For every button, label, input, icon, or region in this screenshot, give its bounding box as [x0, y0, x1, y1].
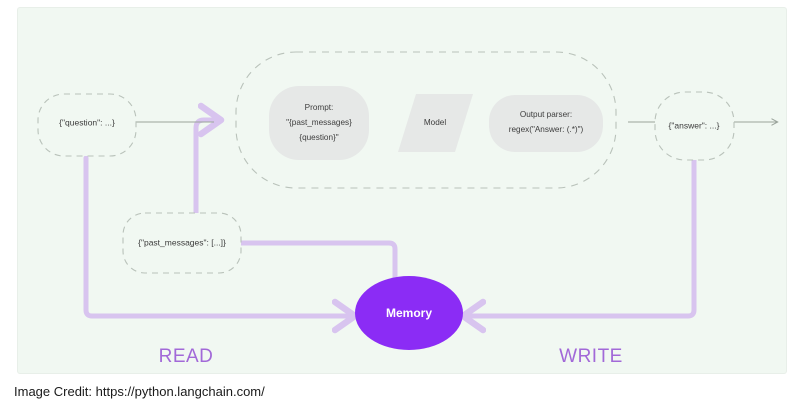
model-label: Model [424, 118, 446, 127]
read-label: READ [159, 346, 214, 367]
write-label: WRITE [559, 346, 623, 367]
memory-label: Memory [386, 306, 432, 320]
prompt-line-1: Prompt: [305, 103, 334, 112]
question-node [37, 93, 137, 157]
chain-container [235, 51, 617, 189]
question-label: {"question": ...} [59, 117, 115, 127]
answer-label: {"answer": ...} [669, 120, 720, 130]
image-credit-caption: Image Credit: https://python.langchain.c… [14, 384, 265, 399]
read-flow-path [83, 155, 348, 316]
memory-node [355, 276, 463, 350]
prompt-line-3: {question}" [299, 133, 338, 142]
output-parser-node [489, 95, 603, 152]
past-messages-node [122, 212, 242, 274]
output-parser-line-1: Output parser: [520, 110, 572, 119]
memory-to-past-messages-path [237, 240, 398, 284]
prompt-line-2: "{past_messages} [286, 118, 352, 127]
past-messages-to-chain-path [193, 120, 214, 218]
caption-bar: Image Credit: https://python.langchain.c… [0, 378, 804, 405]
past-messages-label: {"past_messages": [...]} [138, 237, 226, 247]
output-parser-line-2: regex("Answer: (.*)") [509, 125, 584, 134]
prompt-node [269, 86, 369, 160]
model-node [398, 94, 473, 152]
write-flow-path [470, 155, 697, 316]
answer-node [654, 91, 735, 161]
